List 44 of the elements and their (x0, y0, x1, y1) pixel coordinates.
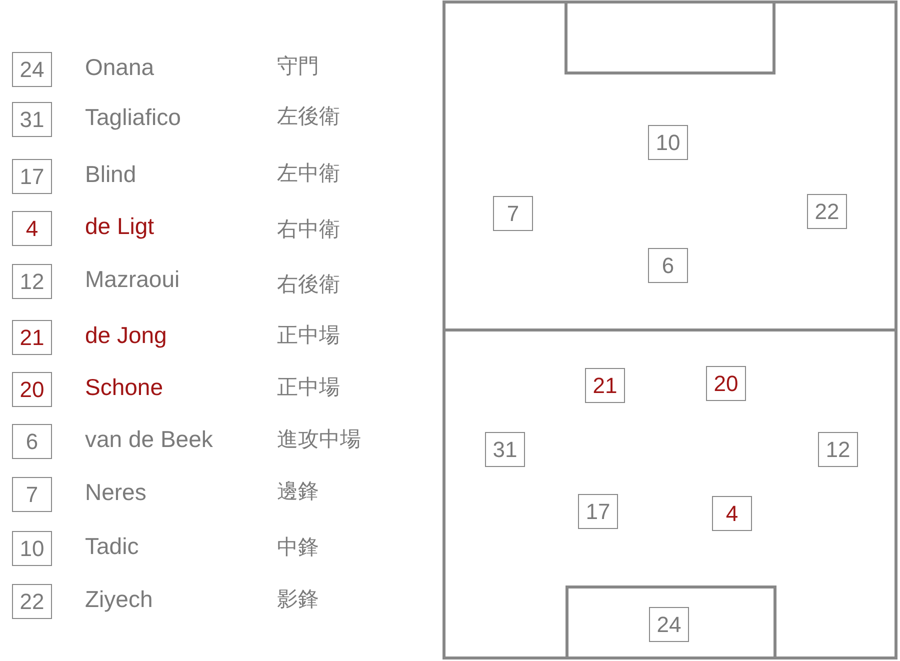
jersey-number: 24 (649, 607, 689, 642)
jersey-number: 22 (807, 194, 847, 229)
jersey-number: 4 (12, 211, 52, 246)
position-label: 守門 (277, 53, 319, 80)
jersey-number: 20 (12, 372, 52, 407)
jersey-number: 7 (493, 196, 533, 231)
position-label: 右後衛 (277, 271, 340, 298)
position-label: 右中衛 (277, 216, 340, 243)
position-label: 進攻中場 (277, 426, 361, 453)
jersey-number: 7 (12, 477, 52, 512)
player-name: Ziyech (85, 586, 153, 613)
jersey-number: 20 (706, 366, 746, 401)
position-label: 正中場 (277, 374, 340, 401)
jersey-number: 31 (485, 432, 525, 467)
player-name: Mazraoui (85, 266, 180, 293)
player-name: Tadic (85, 533, 139, 560)
player-name: Onana (85, 54, 154, 81)
jersey-number: 21 (12, 320, 52, 355)
jersey-number: 24 (12, 52, 52, 87)
jersey-number: 6 (648, 248, 688, 283)
player-name: Blind (85, 161, 136, 188)
jersey-number: 10 (12, 531, 52, 566)
position-label: 左中衛 (277, 160, 340, 187)
jersey-number: 12 (818, 432, 858, 467)
player-name: de Jong (85, 322, 167, 349)
jersey-number: 6 (12, 424, 52, 459)
player-name: Tagliafico (85, 104, 181, 131)
jersey-number: 10 (648, 125, 688, 160)
player-name: van de Beek (85, 426, 213, 453)
player-name: Schone (85, 374, 164, 401)
position-label: 影鋒 (277, 586, 319, 613)
jersey-number: 4 (712, 496, 752, 531)
jersey-number: 21 (585, 368, 625, 403)
position-label: 邊鋒 (277, 478, 319, 505)
jersey-number: 17 (12, 159, 52, 194)
position-label: 左後衛 (277, 103, 340, 130)
jersey-number: 22 (12, 584, 52, 619)
jersey-number: 12 (12, 264, 52, 299)
position-label: 中鋒 (277, 534, 319, 561)
position-label: 正中場 (277, 322, 340, 349)
jersey-number: 17 (578, 494, 618, 529)
player-name: de Ligt (85, 213, 154, 240)
jersey-number: 31 (12, 102, 52, 137)
player-name: Neres (85, 479, 146, 506)
